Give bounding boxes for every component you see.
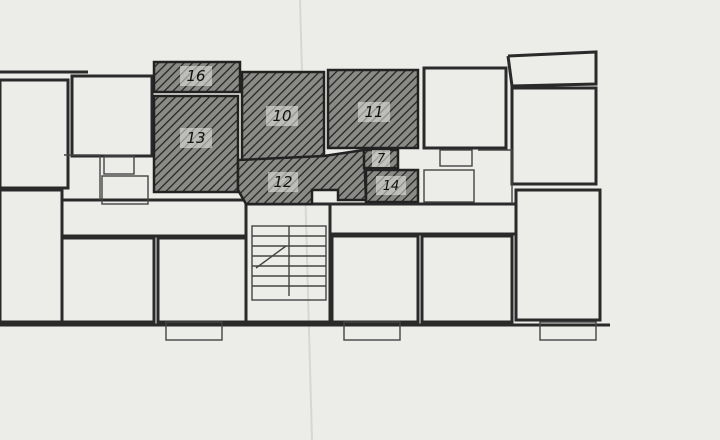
room-label-7: 7	[377, 152, 386, 167]
room-labels: 16 13 10 11 7 12 14	[180, 66, 406, 195]
room-label-12: 12	[273, 173, 292, 191]
room-11	[326, 68, 420, 150]
hatched-rooms	[152, 60, 420, 206]
room-label-13: 13	[186, 129, 205, 147]
room-12	[236, 148, 368, 206]
room-label-11: 11	[364, 103, 383, 121]
room-label-10: 10	[272, 107, 291, 125]
staircase	[251, 225, 327, 301]
room-label-16: 16	[186, 67, 205, 85]
room-label-14: 14	[383, 179, 400, 194]
